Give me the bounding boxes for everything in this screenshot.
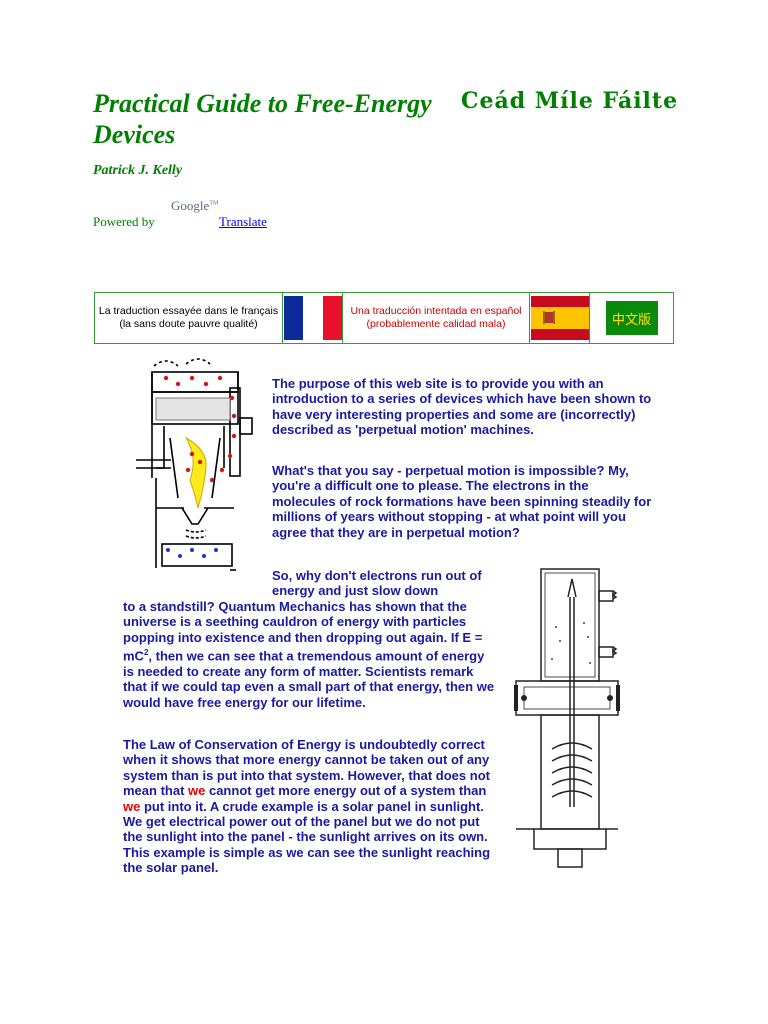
french-label-line2: (la sans doute pauvre qualité) bbox=[119, 318, 258, 330]
spanish-translation-link[interactable]: Una traducción intentada en español (pro… bbox=[343, 293, 530, 343]
spanish-flag-icon bbox=[530, 296, 589, 340]
spanish-flag-cell[interactable] bbox=[530, 293, 590, 343]
electrons-paragraph-lead: So, why don't electrons run out of energ… bbox=[272, 568, 482, 599]
chinese-version-button[interactable]: 中文版 bbox=[605, 301, 658, 335]
author-name: Patrick J. Kelly bbox=[93, 163, 183, 178]
spanish-label-line2: (probablemente calidad mala) bbox=[366, 318, 506, 330]
language-bar: La traduction essayée dans le français (… bbox=[94, 292, 674, 344]
french-flag-cell[interactable] bbox=[283, 293, 343, 343]
google-translate-widget: GoogleTM Powered by Translate bbox=[93, 196, 353, 232]
french-label-line1: La traduction essayée dans le français bbox=[98, 305, 279, 317]
french-translation-link[interactable]: La traduction essayée dans le français (… bbox=[95, 293, 283, 343]
intro-paragraph: The purpose of this web site is to provi… bbox=[272, 376, 652, 438]
translate-link[interactable]: Translate bbox=[219, 214, 267, 229]
welcome-heading: Ceád Míle Fáilte bbox=[461, 88, 679, 114]
perpetual-motion-paragraph: What's that you say - perpetual motion i… bbox=[272, 463, 652, 540]
device-diagram-right bbox=[514, 568, 620, 868]
french-flag-icon bbox=[283, 296, 342, 340]
device-diagram-left bbox=[136, 358, 253, 571]
chinese-version-cell[interactable]: 中文版 bbox=[590, 293, 673, 343]
quantum-mechanics-paragraph: to a standstill? Quantum Mechanics has s… bbox=[123, 599, 495, 710]
conservation-of-energy-paragraph: The Law of Conservation of Energy is und… bbox=[123, 737, 491, 876]
google-logo: GoogleTM bbox=[171, 198, 219, 213]
powered-by-label: Powered by bbox=[93, 214, 155, 229]
page-title: Practical Guide to Free-Energy Devices bbox=[93, 89, 432, 149]
spanish-label-line1: Una traducción intentada en español bbox=[350, 305, 522, 317]
